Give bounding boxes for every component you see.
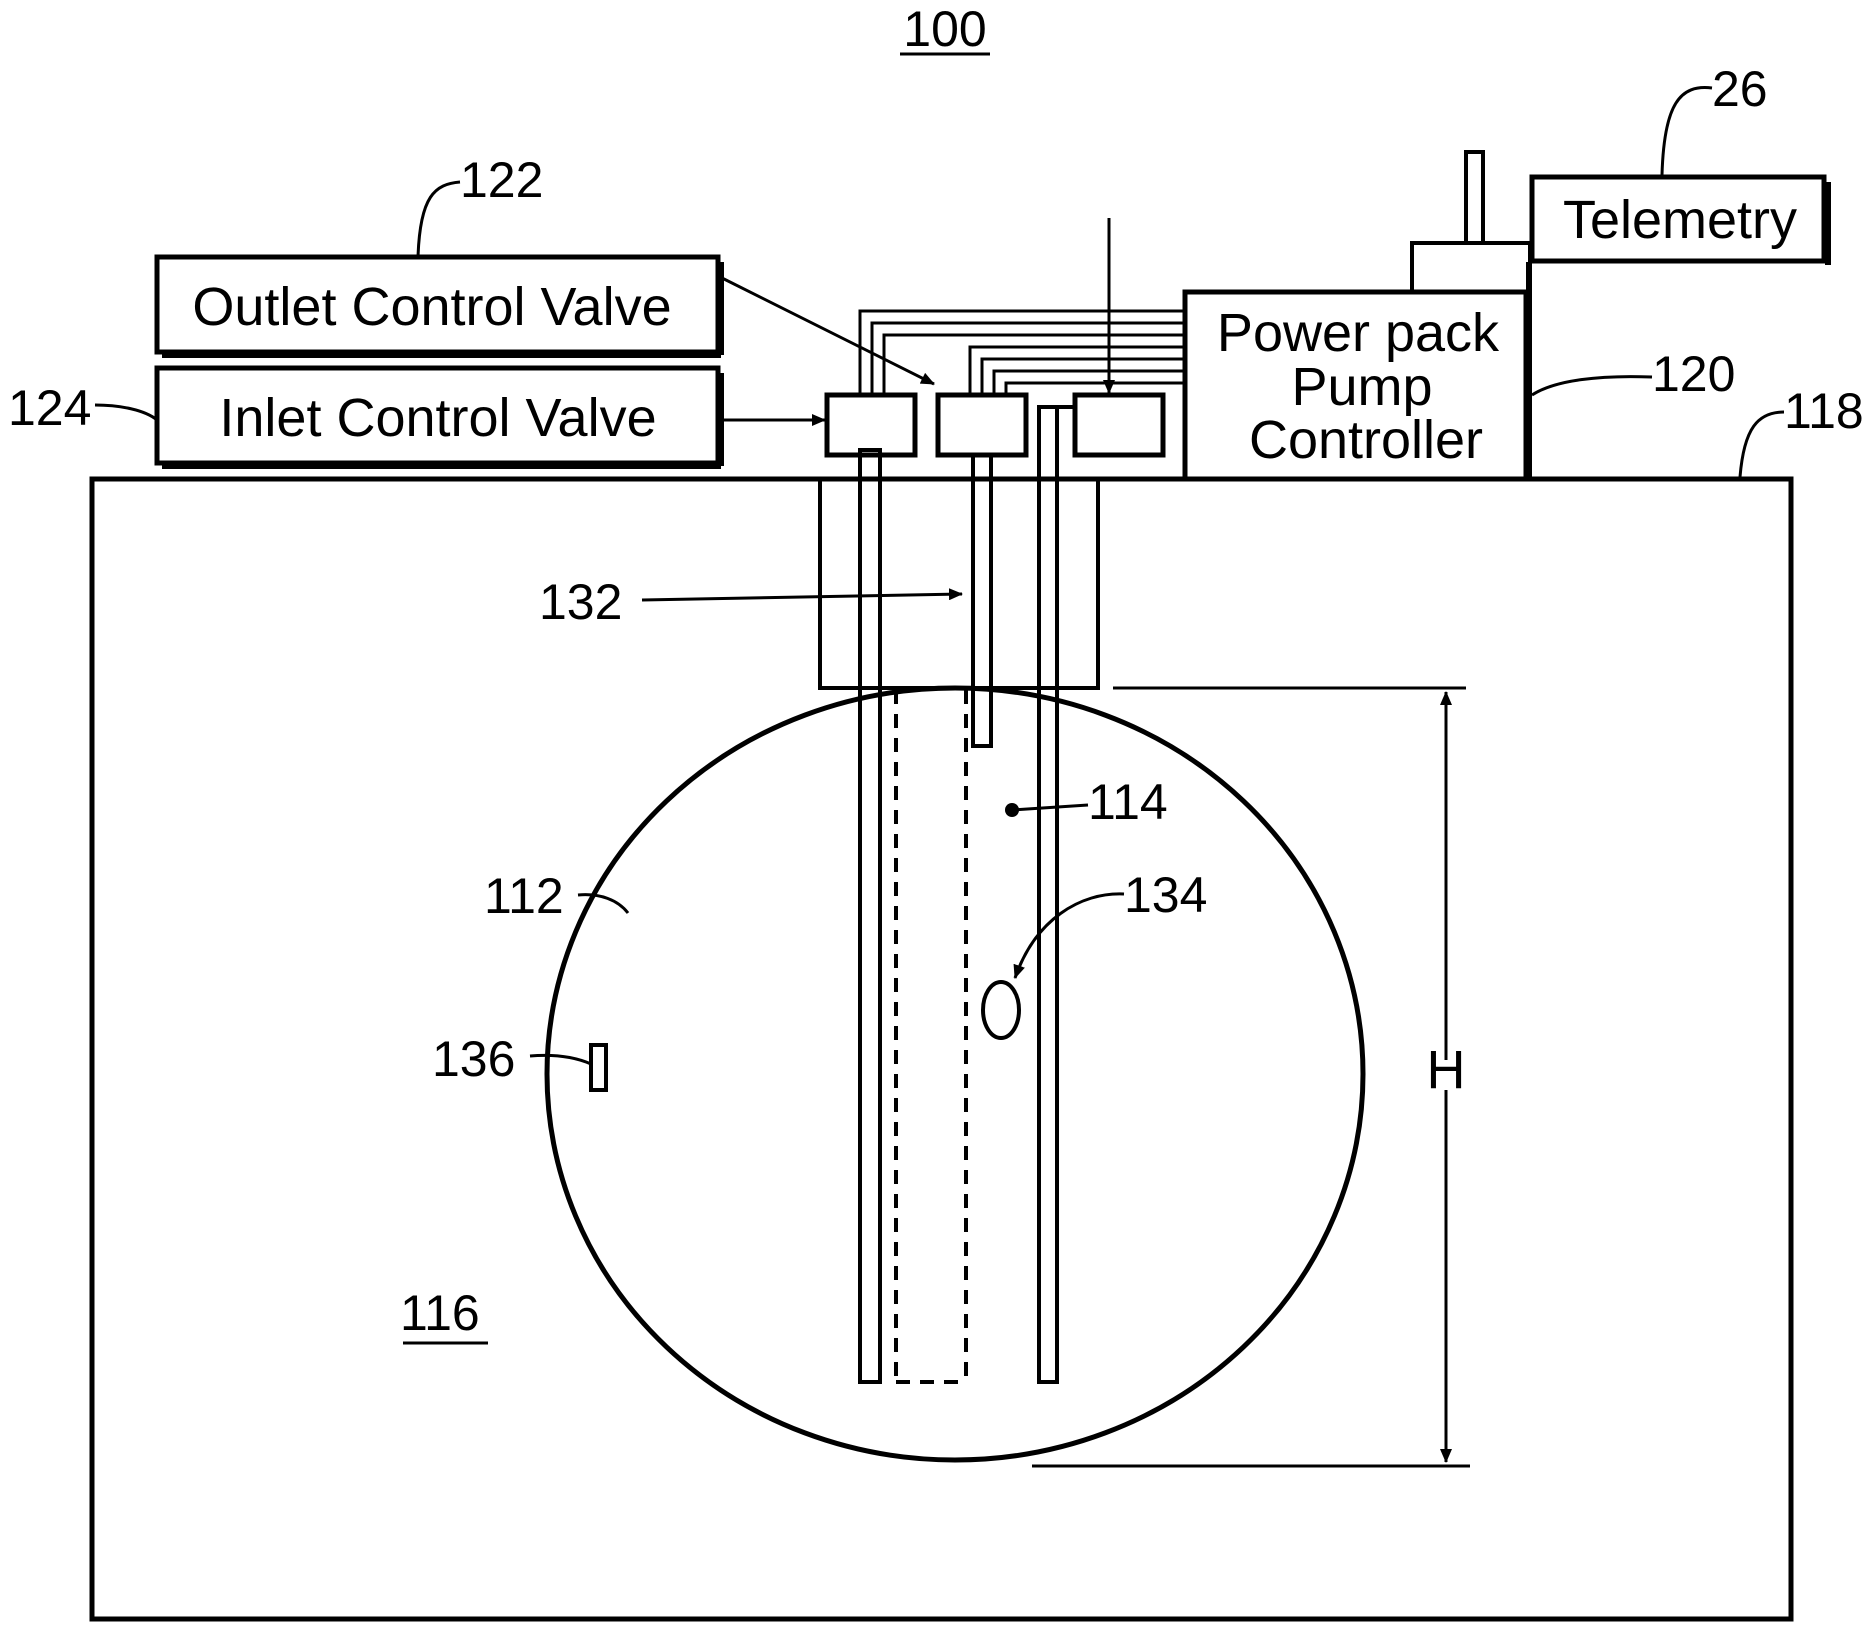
ref-120-leader [1532, 377, 1652, 395]
center-tube-132 [973, 455, 991, 746]
antenna-mast [1466, 152, 1483, 243]
telemetry-label: Telemetry [1563, 190, 1797, 250]
ref-136: 136 [432, 1031, 515, 1087]
outlet-control-valve-label: Outlet Control Valve [192, 277, 671, 337]
controller-line-1: Power pack [1217, 303, 1500, 363]
ref-112: 112 [484, 868, 564, 924]
valve-box-left [827, 395, 915, 455]
height-label: H [1427, 1040, 1466, 1100]
ref-132: 132 [539, 574, 622, 630]
valve-box-right [1075, 395, 1163, 455]
ref-122-leader [418, 182, 460, 257]
ref-118-leader [1740, 412, 1784, 477]
figure-number: 100 [903, 1, 986, 57]
controller-line-2: Pump [1291, 357, 1432, 417]
ref-134: 134 [1124, 867, 1207, 923]
ref-122: 122 [460, 152, 543, 208]
valve-box-center [938, 395, 1026, 455]
ground-block [92, 479, 1791, 1619]
sensor-136 [591, 1045, 606, 1090]
outlet-valve-arrow [720, 277, 934, 384]
ref-26: 26 [1712, 61, 1768, 117]
antenna-base [1412, 243, 1530, 292]
cavern-outline [547, 688, 1363, 1460]
ref-124: 124 [8, 380, 91, 436]
ref-136-leader [530, 1055, 591, 1064]
ref-114: 114 [1088, 774, 1168, 830]
controller-line-3: Controller [1249, 410, 1483, 470]
ref-118: 118 [1784, 383, 1864, 439]
ref-116: 116 [400, 1285, 480, 1341]
control-line-2b [982, 359, 1185, 395]
ref-120: 120 [1652, 346, 1735, 402]
ref-134-leader [1015, 894, 1124, 978]
ref-132-arrow [642, 594, 962, 600]
right-pipe [1039, 407, 1057, 1382]
ref-114-leader [1012, 805, 1088, 810]
inlet-control-valve-label: Inlet Control Valve [219, 388, 656, 448]
control-line-1c [884, 335, 1185, 395]
item-134-oval [983, 982, 1019, 1038]
ref-124-leader [95, 405, 157, 420]
left-pipe [860, 450, 880, 1382]
ref-26-leader [1662, 88, 1712, 175]
